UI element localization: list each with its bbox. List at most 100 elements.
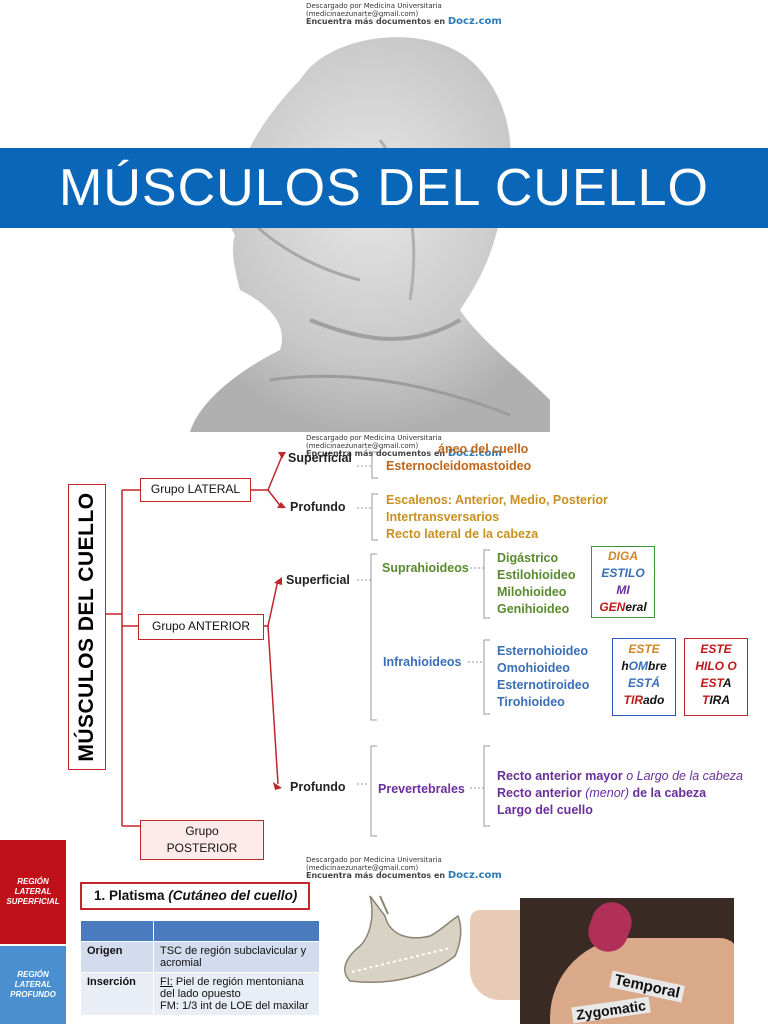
watermark-mid: Descargado por Medicina Universitaria (m… [306,434,506,459]
head-illustration [180,20,560,432]
watermark-line: Encuentra más documentos en [306,17,446,26]
list-item: Digástrico [497,551,559,565]
row-label: Inserción [80,972,154,1016]
row-value-part: FI: [160,976,173,988]
docz-link[interactable]: Docz.com [447,16,502,27]
row-value-part: FM: 1/3 int de LOE del maxilar [160,1000,309,1012]
row-value: TSC de región subclavicular y acromial [153,941,320,973]
prev-item1-b: o Largo de la cabeza [626,769,743,783]
section-heading: 1. Platisma (Cutáneo del cuello) [80,882,310,910]
list-item: Milohioideo [497,585,567,599]
mnemo-line: ESTA [685,675,747,692]
prev-item1-a: Recto anterior mayor [497,769,623,783]
list-item: Recto lateral de la cabeza [386,527,539,541]
lateral-superficial-label: Superficial [288,451,352,465]
table-header-cell [80,920,154,942]
root-label: MÚSCULOS DEL CUELLO [75,492,98,762]
table-row: Origen TSC de región subclavicular y acr… [80,941,320,973]
infrahioideos-label: Infrahioideos [383,655,462,669]
side-tab-profundo: REGIÓN LATERAL PROFUNDO [0,946,66,1024]
side-tab-label: REGIÓN LATERAL PROFUNDO [10,970,56,999]
docz-link[interactable]: Docz.com [447,870,502,881]
anterior-profundo-label: Profundo [290,780,346,794]
docz-link[interactable]: Docz.com [447,448,502,459]
watermark-line: (medicinaezunarte@gmail.com) [306,442,419,450]
side-tab-superficial: REGIÓN LATERAL SUPERFICIAL [0,840,66,944]
mnemo-part: A [722,676,732,690]
list-item: Estilohioideo [497,568,576,582]
list-item: Esternotiroideo [497,678,590,692]
lateral-profundo-label: Profundo [290,500,346,514]
list-item: Tirohioideo [497,695,565,709]
watermark-line: Encuentra más documentos en [306,449,446,458]
mnemo-line: ESTE [628,642,660,656]
mnemo-part: OM [628,659,648,673]
row-value: FI: Piel de región mentoniana del lado o… [153,972,320,1016]
grupo-posterior-box[interactable]: Grupo POSTERIOR [140,820,264,860]
list-item: Genihioideo [497,602,570,616]
grupo-anterior-box[interactable]: Grupo ANTERIOR [138,614,264,640]
row-label: Origen [80,941,154,973]
table-row: Inserción FI: Piel de región mentoniana … [80,972,320,1016]
page-title: MÚSCULOS DEL CUELLO [59,159,709,217]
mnemo-line: ESTÁ [627,676,660,690]
prevertebrales-label: Prevertebrales [378,782,465,796]
watermark-line: Descargado por Medicina Universitaria [306,434,442,442]
side-text-fragments [736,930,768,1024]
mnemo-line: ESTE [700,642,732,656]
mnemo-part: ado [643,693,665,707]
supra-list: Digástrico Estilohioideo Milohioideo Gen… [497,550,575,618]
list-item: Recto anterior (menor) de la cabeza [497,785,743,802]
heading-text: 1. Platisma [94,888,169,903]
face-photo: Temporal Zygomatic [520,898,734,1024]
root-box: MÚSCULOS DEL CUELLO [68,484,106,770]
grupo-posterior-l2: POSTERIOR [166,841,238,855]
lateral-prof-list: Escalenos: Anterior, Medio, Posterior In… [386,492,608,543]
mnemo-part: T [701,693,710,707]
diagram-connectors [106,451,490,837]
mnemonic-infra-2: ESTE HILO O ESTA TIRA [684,638,748,716]
mnemo-part: GEN [599,600,626,614]
side-tab-label: REGIÓN LATERAL SUPERFICIAL [6,877,60,906]
list-item: Esternohioideo [497,644,588,658]
list-item: Recto anterior mayor o Largo de la cabez… [497,768,743,785]
mnemo-line: TIRado [613,692,675,709]
watermark-top: Descargado por Medicina Universitaria (m… [306,2,506,27]
prev-item2-c: de la cabeza [632,786,707,800]
watermark-bottom: Descargado por Medicina Universitaria (m… [306,856,506,881]
mnemo-part: EST [700,676,723,690]
mnemo-part: h [621,659,629,673]
grupo-posterior-l1: Grupo [185,824,219,838]
grupo-lateral-box[interactable]: Grupo LATERAL [140,478,251,502]
ear-photo [470,910,522,1000]
mnemo-part: eral [625,600,647,614]
prev-item2-b: (menor) [585,786,629,800]
mnemo-line: hOMbre [613,658,675,675]
mnemo-part: IRA [709,693,730,707]
watermark-line: (medicinaezunarte@gmail.com) [306,10,419,18]
mnemonic-infra-1: ESTE hOMbre ESTÁ TIRado [612,638,676,716]
watermark-line: (medicinaezunarte@gmail.com) [306,864,419,872]
mnemo-line: ESTILO [601,566,645,580]
jaw-illustration [330,886,470,996]
row-value-part: Piel de región mentoniana del lado opues… [160,976,304,1000]
list-item: áneo del cuello [438,442,529,456]
mnemo-line: TIRA [685,692,747,709]
list-item: Esternocleidomastoideo [386,459,532,473]
list-item: Intertransversarios [386,510,500,524]
mnemonic-supra: DIGA ESTILO MI GENeral [591,546,655,618]
list-item: Omohioideo [497,661,570,675]
title-banner [0,148,768,228]
table-header-cell [153,920,320,942]
prev-item2-a: Recto anterior [497,786,582,800]
mnemo-line: MI [616,583,630,597]
watermark-line: Encuentra más documentos en [306,871,446,880]
mnemo-part: bre [648,659,667,673]
watermark-line: Descargado por Medicina Universitaria [306,2,442,10]
prev-list: Recto anterior mayor o Largo de la cabez… [497,768,743,819]
heading-subtext: (Cutáneo del cuello) [168,888,298,903]
suprahioideos-label: Suprahioideos [382,561,469,575]
mnemo-line: GENeral [592,599,654,616]
muscle-table: Origen TSC de región subclavicular y acr… [80,920,320,1024]
list-item: Escalenos: Anterior, Medio, Posterior [386,493,608,507]
